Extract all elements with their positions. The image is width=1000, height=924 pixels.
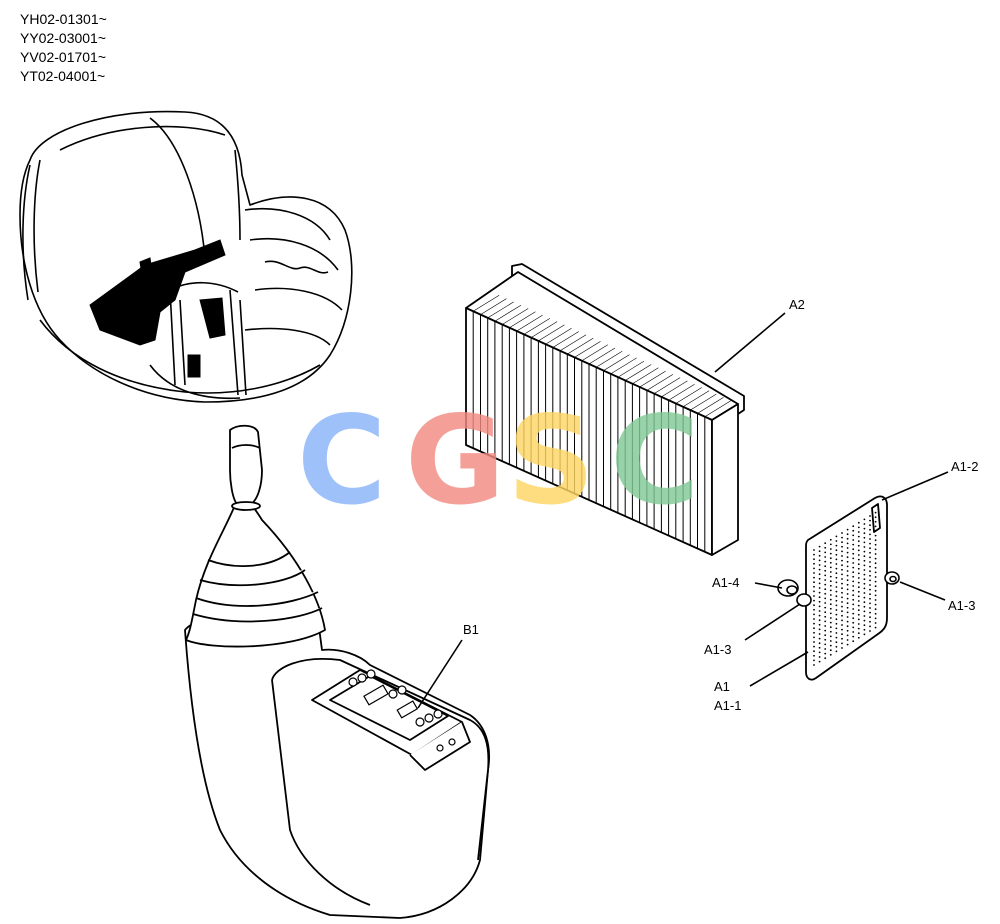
svg-text:C: C xyxy=(610,390,700,532)
callout-a1-3-right: A1-3 xyxy=(948,598,976,613)
callout-b1: B1 xyxy=(463,622,479,637)
svg-text:S: S xyxy=(507,390,595,532)
cover-mesh xyxy=(813,511,877,666)
leader-lines xyxy=(417,312,949,709)
callout-a1-4: A1-4 xyxy=(712,575,740,590)
serial-number: YH02-01301~ xyxy=(20,11,107,27)
callout-a2: A2 xyxy=(789,297,805,312)
callout-a1-2: A1-2 xyxy=(951,459,979,474)
svg-text:C: C xyxy=(297,390,387,532)
cab-illustration xyxy=(19,110,353,403)
svg-text:G: G xyxy=(405,390,505,532)
pre-filter-cover-a1 xyxy=(805,495,888,681)
serial-number-list: YH02-01301~ YY02-03001~ YV02-01701~ YT02… xyxy=(20,10,107,86)
cab-seat-detail xyxy=(89,239,226,378)
grommet-a1-3-left xyxy=(796,593,812,607)
callout-a1-1: A1-1 xyxy=(714,698,742,713)
serial-number: YT02-04001~ xyxy=(20,68,106,84)
serial-number: YY02-03001~ xyxy=(20,30,107,46)
grommet-a1-3-right xyxy=(884,571,900,585)
filter-pleats xyxy=(472,295,731,552)
cgsc-watermark: C G S C xyxy=(297,390,700,532)
serial-number: YV02-01701~ xyxy=(20,49,107,65)
callout-a1-3-left: A1-3 xyxy=(704,642,732,657)
control-console-b1 xyxy=(184,424,490,919)
callout-a1: A1 xyxy=(714,679,730,694)
console-buttons xyxy=(348,669,456,752)
